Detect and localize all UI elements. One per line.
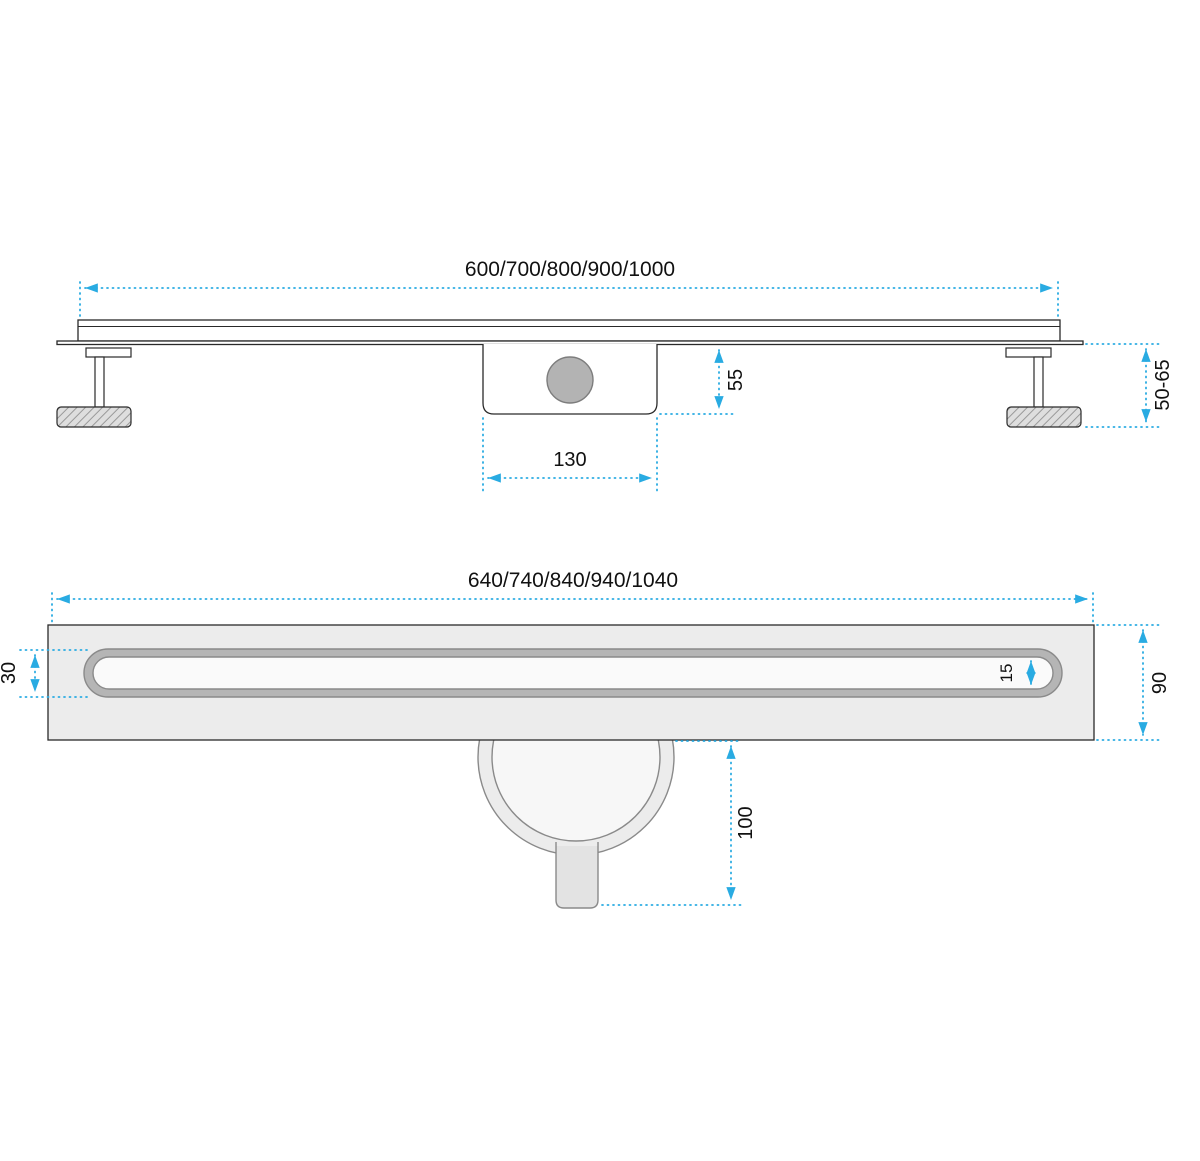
side-length-dimension — [79, 281, 1059, 319]
channel-plan — [83, 648, 1063, 698]
foot-rod — [1033, 356, 1044, 408]
plan-length-dimension — [51, 592, 1094, 625]
trap-length-label: 130 — [553, 449, 586, 471]
channel-profile — [77, 319, 1061, 342]
foot-height-label: 50-65 — [1152, 359, 1174, 410]
trap-height-label: 55 — [725, 369, 747, 391]
flange-width-dimension — [1096, 624, 1161, 741]
adjustable-foot-left — [56, 347, 132, 428]
flange-width-label: 90 — [1149, 672, 1171, 694]
foot-rod — [94, 356, 105, 408]
foot-clamp — [1005, 347, 1052, 358]
outlet-offset-label: 100 — [735, 806, 757, 839]
foot-pad — [1006, 406, 1082, 428]
channel-side-body — [56, 319, 1084, 346]
foot-clamp — [85, 347, 132, 358]
channel-slot — [92, 656, 1054, 690]
trap-housing — [482, 344, 658, 415]
channel-width-dimension — [19, 649, 89, 698]
slot-width-label: 15 — [997, 664, 1016, 683]
outlet-pipe — [555, 842, 599, 909]
outlet-circle — [546, 356, 594, 404]
trap-height-dimension — [659, 349, 738, 415]
foot-height-dimension — [1085, 343, 1163, 428]
adjustable-foot-right — [1005, 347, 1082, 428]
channel-width-label: 30 — [0, 662, 20, 684]
plan-length-label: 640/740/840/940/1040 — [468, 569, 678, 592]
outlet-offset-dimension — [601, 740, 743, 906]
outlet-pipe-fill — [556, 846, 598, 908]
flange-lip — [56, 340, 1084, 346]
trap-length-dimension — [482, 417, 658, 493]
side-length-label: 600/700/800/900/1000 — [465, 258, 675, 281]
plan-view: 640/740/840/940/1040 30 15 — [0, 569, 1171, 909]
side-view: 600/700/800/900/1000 55 — [56, 258, 1174, 493]
outlet-pipe-outline — [555, 842, 599, 909]
foot-pad — [56, 406, 132, 428]
